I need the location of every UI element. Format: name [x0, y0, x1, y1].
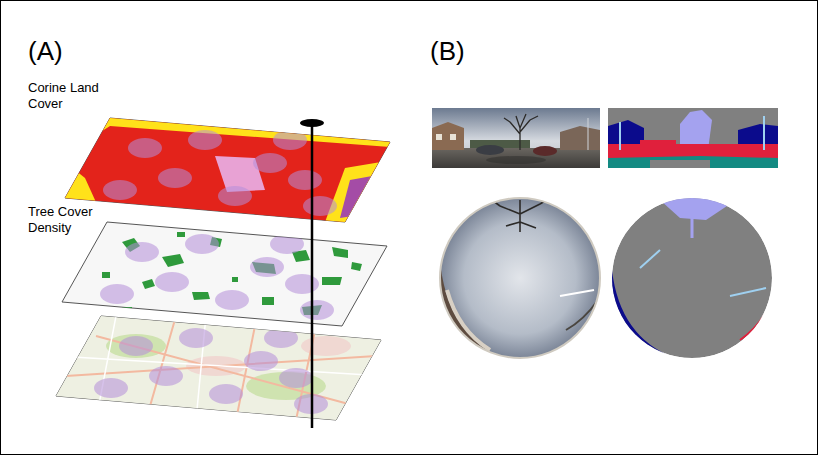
sample-pole	[311, 124, 314, 428]
panorama-photo	[432, 108, 600, 168]
panel-letter: (A)	[28, 36, 63, 66]
layer-label: Tree Cover Density	[28, 204, 104, 236]
fisheye-photo	[430, 198, 600, 360]
segmented-fisheye	[612, 196, 772, 360]
fisheye-rim	[440, 198, 600, 358]
land-cover-layer	[55, 108, 405, 238]
pole-cap	[300, 119, 324, 127]
tree-cover-layer	[62, 222, 387, 326]
layer-label: Corine Land Cover	[28, 80, 104, 112]
segmented-panorama	[608, 108, 778, 168]
panel-letter: (B)	[430, 36, 465, 66]
street-map-layer	[46, 306, 396, 436]
